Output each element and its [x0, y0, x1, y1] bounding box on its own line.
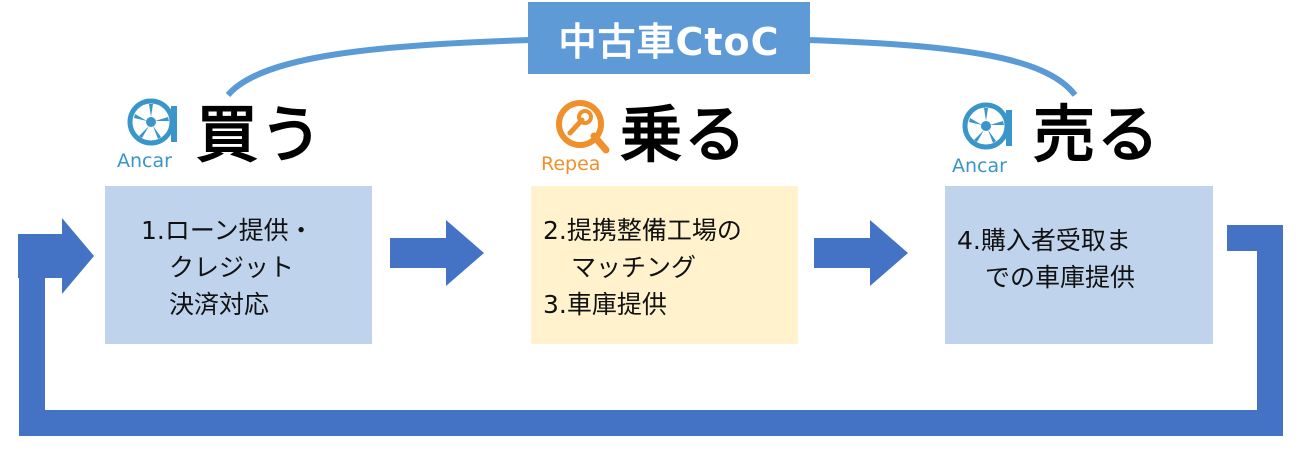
box-line: 2.提携整備工場の	[543, 216, 742, 245]
stage-label-buy: 買う	[196, 98, 325, 171]
ancar-wheel-icon	[127, 98, 177, 146]
stage-box-ride: 2.提携整備工場の マッチング 3.車庫提供	[531, 186, 798, 344]
box-line: 3.車庫提供	[543, 290, 667, 319]
loop-entry-arrowhead	[18, 218, 94, 294]
right-arrow-icon	[814, 220, 908, 286]
ctoc-label: 中古車CtoC	[528, 2, 810, 74]
right-arrow-icon	[390, 220, 484, 286]
stage-box-sell: 4.購入者受取ま での車庫提供	[945, 186, 1213, 344]
box-line: クレジット	[169, 253, 295, 282]
stage-box-buy: 1.ローン提供・ クレジット 決済対応	[105, 186, 372, 344]
loop-arrow-icon	[19, 225, 1283, 436]
box-line: マッチング	[571, 253, 697, 282]
box-line: 決済対応	[169, 290, 270, 319]
ancar-logo-text: Ancar	[117, 150, 172, 172]
box-line: での車庫提供	[985, 263, 1136, 292]
stage-label-sell: 売る	[1033, 98, 1162, 171]
repea-wrench-icon	[556, 100, 610, 154]
box-line: 4.購入者受取ま	[957, 226, 1131, 255]
box-line: 1.ローン提供・	[141, 216, 314, 245]
ancar-logo-text: Ancar	[952, 155, 1007, 177]
repea-logo-text: Repea	[541, 153, 601, 175]
stage-label-ride: 乗る	[620, 98, 749, 171]
ancar-wheel-icon	[962, 102, 1012, 150]
